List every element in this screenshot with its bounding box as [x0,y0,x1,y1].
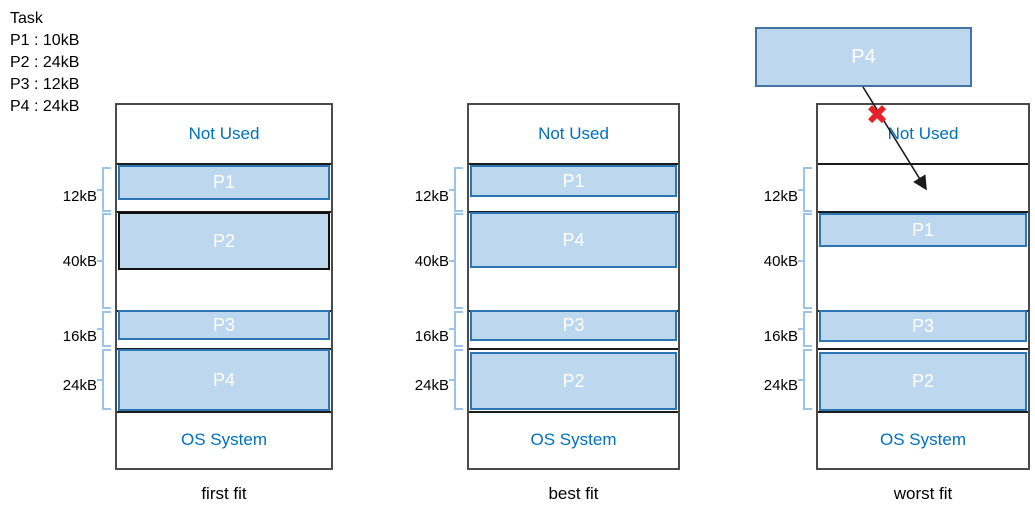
block-p2: P2 [470,352,677,410]
block-p4: P4 [470,212,677,268]
size-label-40kb: 40kB [62,253,97,270]
size-bracket-24kb [449,349,463,410]
memory-column-first-fit: Not Used P1 P2 P3 P4 OS System [115,103,333,470]
region-divider [818,411,1028,413]
size-label-24kb: 24kB [414,377,449,394]
task-item-p3: P3 : 12kB [10,76,80,93]
region-divider [818,211,1028,213]
region-divider [469,163,678,165]
task-panel: Task P1 : 10kB P2 : 24kB P3 : 12kB P4 : … [10,8,79,118]
block-p4: P4 [118,349,330,411]
block-p2: P2 [118,212,330,270]
size-label-12kb: 12kB [414,188,449,205]
size-label-12kb: 12kB [763,188,798,205]
size-bracket-40kb [449,213,463,309]
not-used-region: Not Used [887,124,959,143]
not-used-region: Not Used [538,124,609,143]
size-label-16kb: 16kB [62,328,97,345]
block-p1: P1 [118,165,330,200]
size-bracket-24kb [97,349,111,410]
caption-worst-fit: worst fit [893,484,953,503]
pending-block-p4: P4 [755,27,972,87]
region-divider [469,348,678,350]
fail-x-icon: ✖ [865,100,889,130]
size-bracket-16kb [798,311,812,347]
block-p3: P3 [470,310,677,341]
caption-best-fit: best fit [548,484,599,503]
os-system-region: OS System [880,429,966,449]
allocation-arrow [862,86,927,191]
region-divider [117,163,331,165]
region-divider [469,411,678,413]
region-divider [117,411,331,413]
region-divider [818,163,1028,165]
caption-first-fit: first fit [201,484,247,503]
size-label-40kb: 40kB [763,253,798,270]
size-bracket-40kb [97,213,111,309]
task-item-p1: P1 : 10kB [10,32,80,49]
size-label-24kb: 24kB [763,377,798,394]
task-title: Task [10,10,43,27]
size-bracket-16kb [449,311,463,347]
size-bracket-12kb [449,167,463,212]
memory-column-worst-fit: Not Used P1 P3 P2 OS System [816,103,1030,470]
os-system-region: OS System [530,429,617,449]
size-bracket-24kb [798,349,812,410]
block-p1: P1 [470,165,677,197]
size-bracket-12kb [798,167,812,212]
size-label-12kb: 12kB [62,188,97,205]
size-bracket-16kb [97,311,111,347]
size-bracket-40kb [798,213,812,309]
size-label-16kb: 16kB [414,328,449,345]
block-p3: P3 [118,310,330,340]
os-system-region: OS System [181,429,267,449]
block-p2: P2 [819,352,1027,411]
region-divider [818,348,1028,350]
block-p3: P3 [819,310,1027,342]
size-label-16kb: 16kB [763,328,798,345]
memory-column-best-fit: Not Used P1 P4 P3 P2 OS System [467,103,680,470]
size-bracket-12kb [97,167,111,212]
size-label-40kb: 40kB [414,253,449,270]
block-p1: P1 [819,213,1027,247]
size-label-24kb: 24kB [62,377,97,394]
task-item-p2: P2 : 24kB [10,54,80,71]
not-used-region: Not Used [188,124,260,143]
task-item-p4: P4 : 24kB [10,98,80,115]
